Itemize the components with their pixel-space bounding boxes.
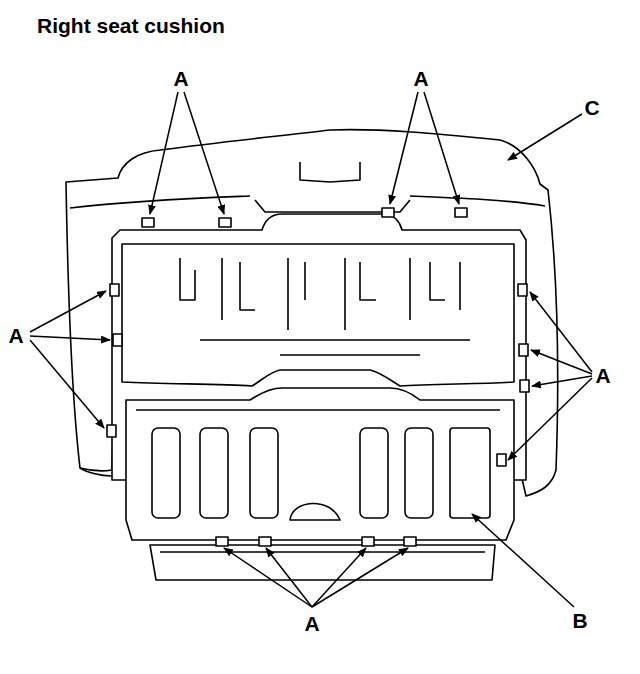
callout-letter: A bbox=[6, 324, 25, 347]
callout-letter: A bbox=[302, 612, 321, 635]
callout-letter: C bbox=[582, 96, 601, 119]
diagram-title: Right seat cushion bbox=[35, 14, 227, 37]
callout-letter: B bbox=[570, 609, 589, 632]
callout-letter: A bbox=[593, 364, 612, 387]
callout-letter: A bbox=[411, 67, 430, 90]
callout-letter: A bbox=[171, 67, 190, 90]
